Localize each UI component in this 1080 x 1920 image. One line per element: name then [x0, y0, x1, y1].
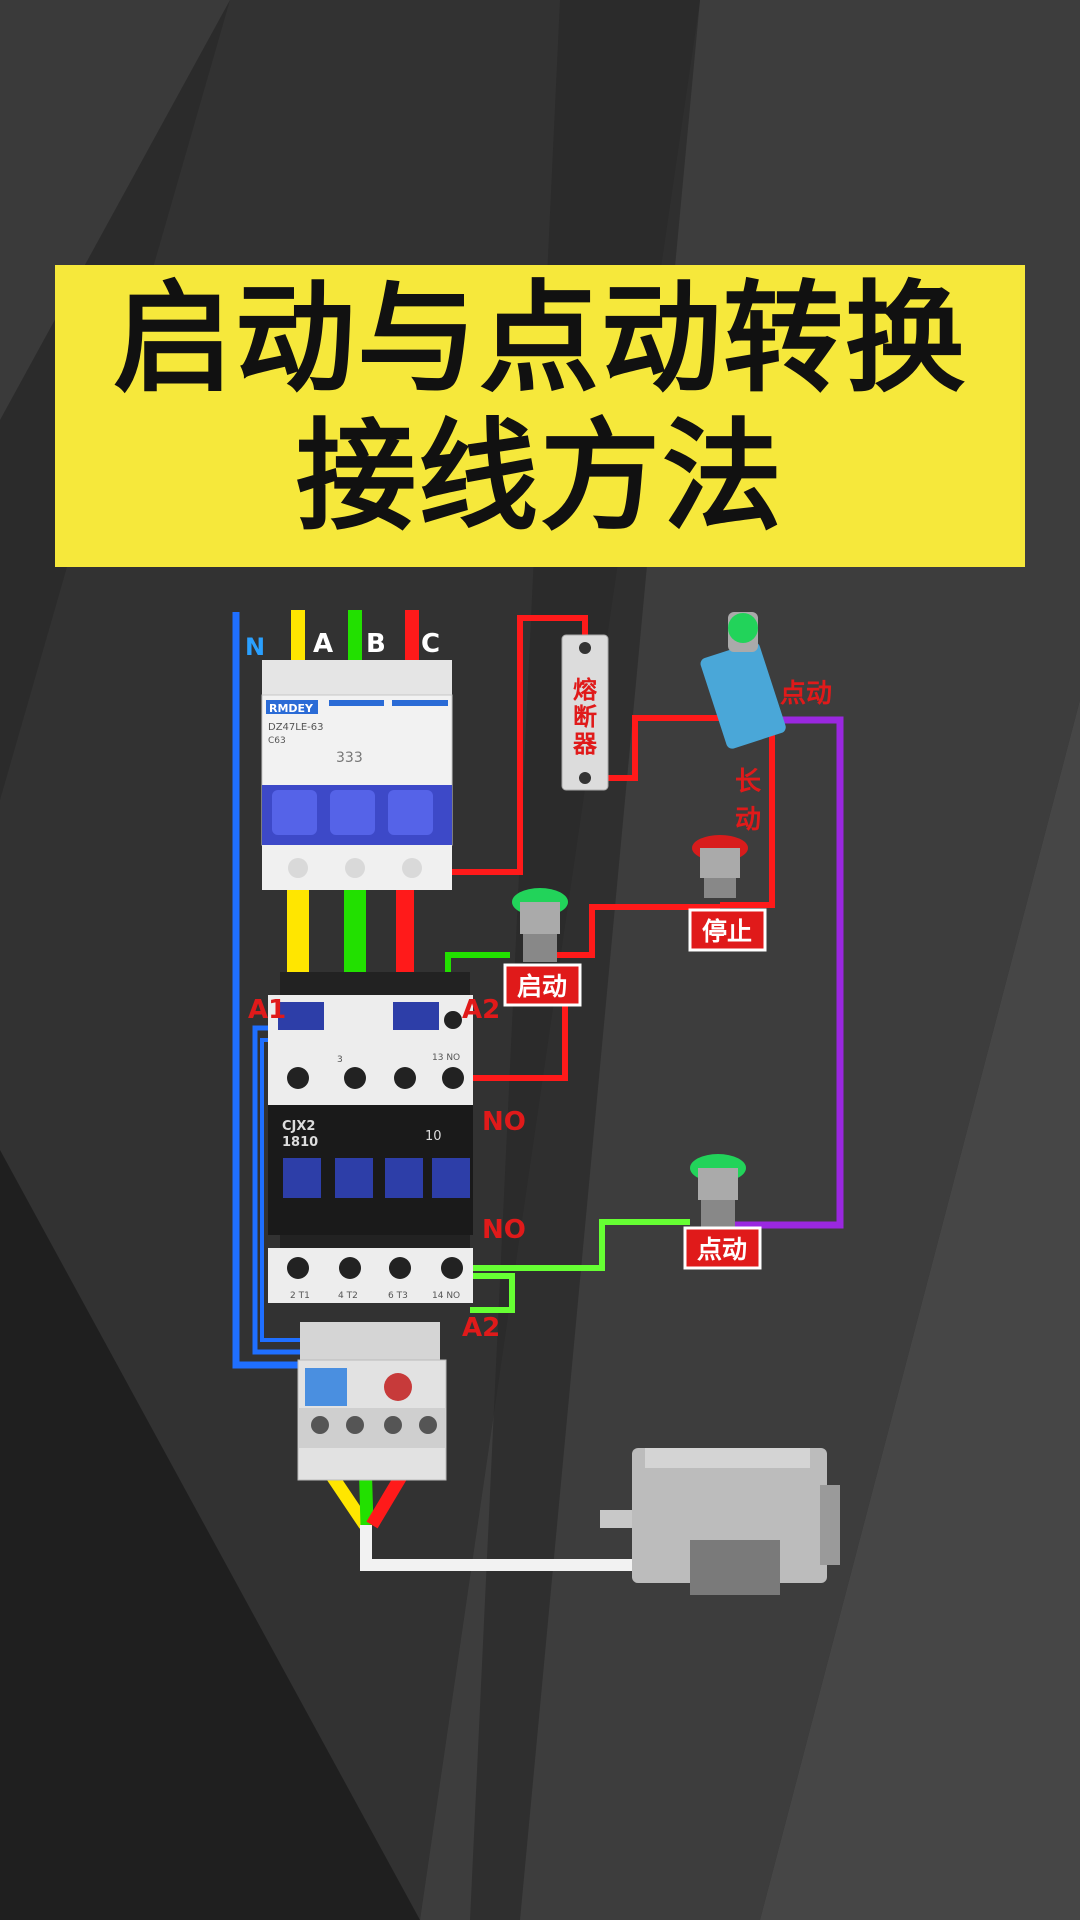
label-jog-top: 点动: [780, 678, 832, 709]
label-no-1: NO: [482, 1107, 526, 1137]
label-a2-bottom: A2: [462, 1313, 500, 1343]
label-a: A: [313, 629, 333, 659]
contactor-aux: 10: [425, 1129, 442, 1144]
contactor-model: CJX2: [282, 1119, 315, 1134]
fuse-holder-icon: 熔 断 器: [561, 634, 609, 791]
label-c: C: [421, 629, 440, 659]
pushbutton-green-start-icon: [512, 888, 568, 962]
breaker-model: DZ47LE-63: [268, 722, 324, 733]
title-line-2: 接线方法: [296, 408, 784, 547]
title-banner: 启动与点动转换 接线方法: [55, 265, 1025, 567]
fuse-label-3: 器: [572, 730, 598, 758]
wire-lime-a2: [465, 1273, 515, 1313]
jog-bottom-label-box: [683, 1226, 762, 1270]
contactor-number: 1810: [282, 1135, 318, 1150]
contactor-terminal-t2: 4 T2: [338, 1291, 358, 1301]
label-long-run-2: 动: [735, 805, 761, 835]
label-a2-top: A2: [462, 995, 500, 1025]
breaker-mark: 333: [336, 750, 363, 766]
breaker-brand: RMDEY: [269, 702, 314, 715]
stop-label: 停止: [702, 917, 752, 946]
title-line-1: 启动与点动转换: [113, 270, 967, 409]
pushbutton-red-icon: [692, 835, 748, 898]
limit-switch-icon: [700, 612, 786, 749]
contactor: 13 NO 3 CJX2 1810 10 2 T1 4 T2 6 T3 14 N…: [268, 972, 473, 1303]
wire-red-stop-to-start: [555, 904, 720, 958]
fuse-label-1: 熔: [573, 676, 598, 704]
wire-lime-jog: [458, 1219, 690, 1271]
contactor-terminal-13: 13 NO: [432, 1053, 460, 1063]
fuse-label-2: 断: [573, 703, 597, 731]
breaker-rating: C63: [268, 736, 286, 746]
label-long-run-1: 长: [735, 767, 762, 797]
contactor-terminal-t3: 6 T3: [388, 1291, 408, 1301]
jog-bottom-label: 点动: [697, 1235, 747, 1264]
wire-red-fuse-to-switch: [585, 715, 722, 781]
contactor-terminal-14: 14 NO: [432, 1291, 460, 1301]
start-label-box: [503, 963, 582, 1007]
wire-out-white: [360, 1525, 690, 1571]
pushbutton-green-jog-icon: [690, 1154, 746, 1228]
contactor-terminal-t1: 2 T1: [290, 1291, 310, 1301]
wire-red-fuse: [412, 615, 588, 875]
label-a1: A1: [248, 995, 286, 1025]
circuit-breaker: RMDEY DZ47LE-63 C63 333: [261, 660, 453, 890]
motor-icon: [600, 1448, 840, 1595]
contactor-terminal-l2: 3: [337, 1055, 343, 1065]
wire-red-switch-to-stop: [720, 718, 775, 908]
start-label: 启动: [517, 972, 567, 1001]
thermal-overload-relay: [297, 1322, 447, 1481]
stop-label-box: [688, 908, 767, 952]
wire-purple-jog: [735, 716, 844, 1229]
label-b: B: [366, 629, 386, 659]
label-no-2: NO: [482, 1215, 526, 1245]
label-n: N: [245, 633, 265, 661]
